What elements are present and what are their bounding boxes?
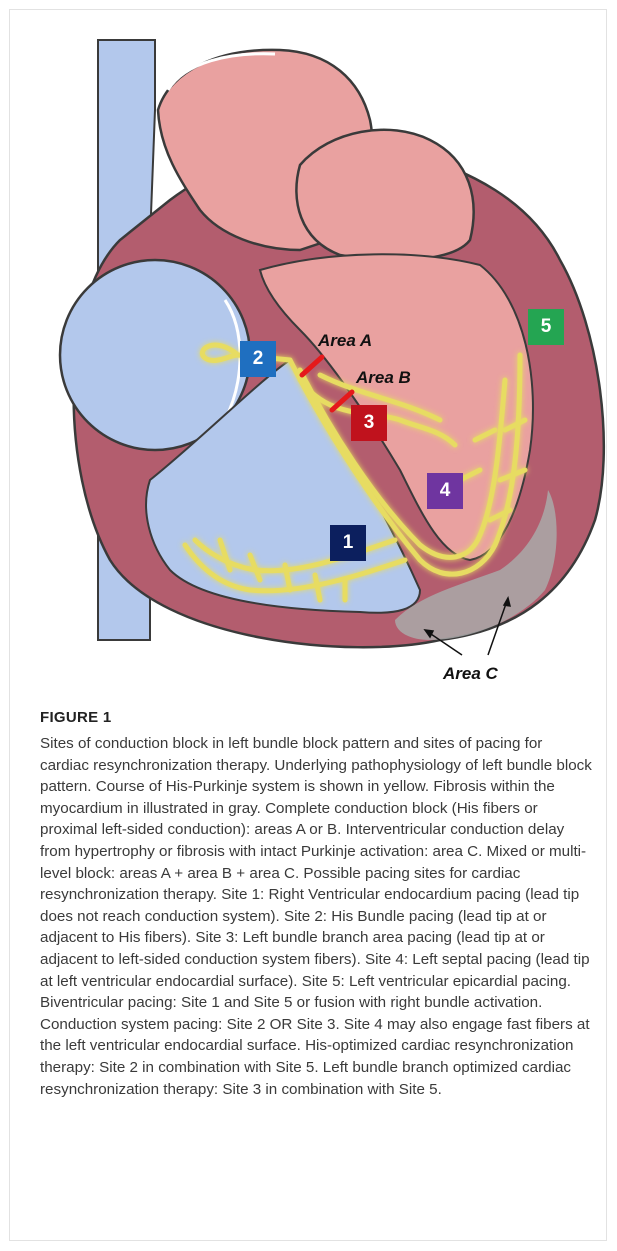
area-c-label: Area C [443, 664, 498, 684]
site-4-marker: 4 [427, 473, 463, 509]
site-5-marker: 5 [528, 309, 564, 345]
site-2-marker: 2 [240, 341, 276, 377]
heart-illustration [0, 0, 617, 700]
site-1-marker: 1 [330, 525, 366, 561]
area-a-label: Area A [318, 331, 372, 351]
left-atrium [296, 130, 473, 260]
figure-caption: Sites of conduction block in left bundle… [40, 733, 595, 1100]
site-3-marker: 3 [351, 405, 387, 441]
area-b-label: Area B [356, 368, 411, 388]
figure-label: FIGURE 1 [40, 709, 112, 726]
